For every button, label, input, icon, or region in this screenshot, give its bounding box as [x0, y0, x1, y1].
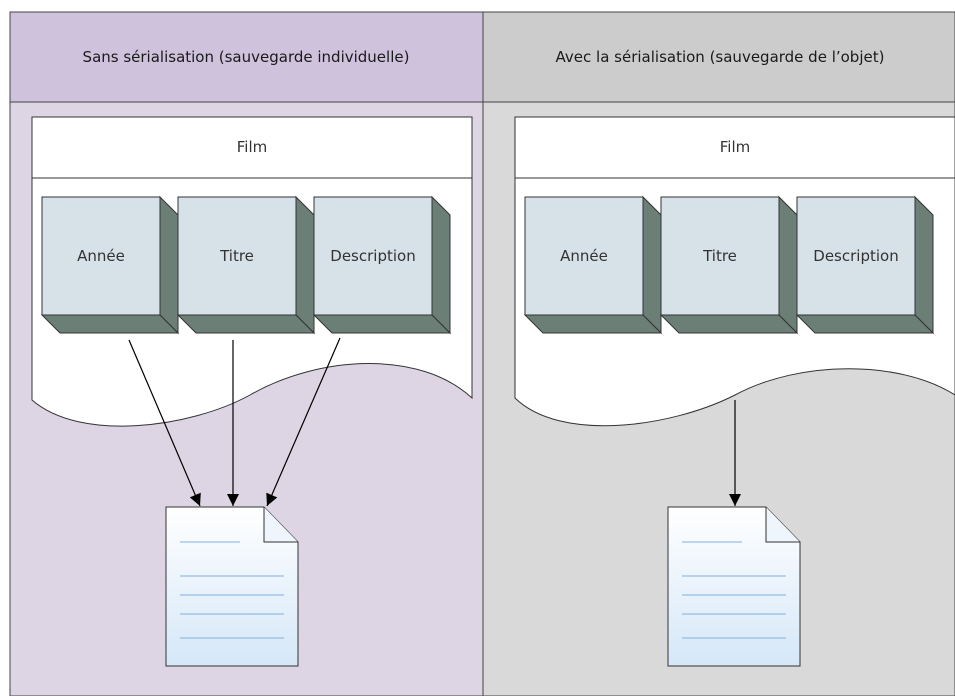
left-film-title: Film: [237, 138, 267, 156]
right-field-label-description: Description: [813, 247, 898, 265]
left-arrow-annee: [128, 339, 201, 507]
left-panel: Sans sérialisation (sauvegarde individue…: [9, 11, 484, 696]
right-field-label-annee: Année: [560, 247, 608, 265]
left-arrow-description: [266, 337, 341, 507]
left-field-box-description: Description: [312, 195, 452, 335]
right-field-box-annee: Année: [523, 195, 663, 335]
right-panel-header: [482, 11, 955, 103]
left-panel-header: [9, 11, 484, 103]
right-panel: Avec la sérialisation (sauvegarde de l’o…: [482, 11, 955, 696]
right-document-icon: [667, 506, 801, 667]
right-field-box-description: Description: [795, 195, 935, 335]
left-field-label-description: Description: [330, 247, 415, 265]
left-field-label-titre: Titre: [219, 247, 254, 265]
left-panel-header-text: Sans sérialisation (sauvegarde individue…: [83, 48, 410, 66]
left-field-box-titre: Titre: [176, 195, 316, 335]
right-panel-header-text: Avec la sérialisation (sauvegarde de l’o…: [556, 48, 885, 66]
right-field-label-titre: Titre: [702, 247, 737, 265]
left-document-icon: [165, 506, 299, 667]
right-film-title: Film: [720, 138, 750, 156]
left-field-box-annee: Année: [40, 195, 180, 335]
left-field-label-annee: Année: [77, 247, 125, 265]
right-field-box-titre: Titre: [659, 195, 799, 335]
